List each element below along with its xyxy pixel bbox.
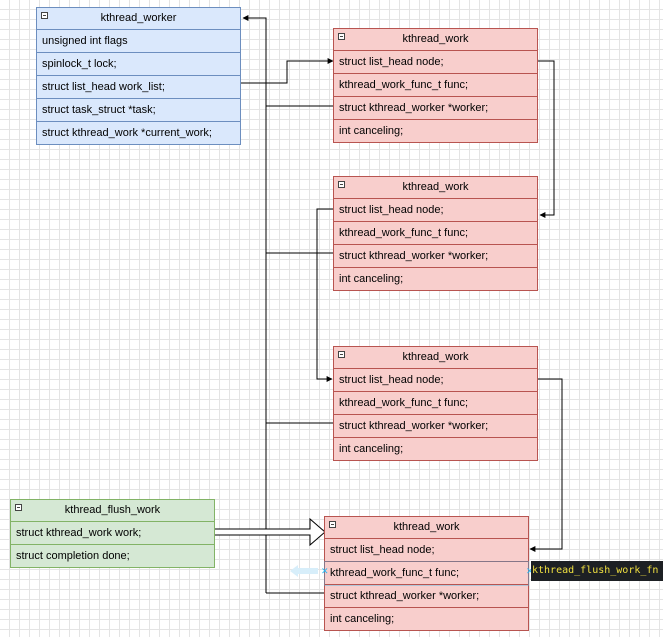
field-node: struct list_head node; xyxy=(334,199,537,222)
field-canceling: int canceling; xyxy=(339,273,404,285)
kthread-work-title: kthread_work xyxy=(402,33,469,45)
kthread-flush-work-box[interactable]: kthread_flush_work struct kthread_work w… xyxy=(10,499,215,568)
collapse-icon[interactable] xyxy=(329,521,336,528)
kthread-work-box-1[interactable]: kthread_work struct list_head node; kthr… xyxy=(333,28,538,143)
field-canceling: int canceling; xyxy=(339,443,404,455)
field-canceling: int canceling; xyxy=(330,613,395,625)
kthread-work-box-3[interactable]: kthread_work struct list_head node; kthr… xyxy=(333,346,538,461)
work-list-link xyxy=(241,58,334,84)
field-lock: spinlock_t lock; xyxy=(37,53,240,76)
kthread-worker-header[interactable]: kthread_worker xyxy=(37,8,240,30)
field-flags: unsigned int flags xyxy=(37,30,240,53)
kthread-flush-work-header[interactable]: kthread_flush_work xyxy=(11,500,214,522)
field-node: struct list_head node; xyxy=(334,51,537,74)
field-worker: struct kthread_worker *worker; xyxy=(325,585,528,608)
collapse-icon[interactable] xyxy=(338,181,345,188)
kthread-work-header[interactable]: kthread_work xyxy=(334,177,537,199)
field-func: kthread_work_func_t func; xyxy=(334,222,537,245)
kthread-work-title: kthread_work xyxy=(393,521,460,533)
node-link-2-3 xyxy=(316,208,333,382)
field-func: kthread_work_func_t func; xyxy=(334,74,537,97)
connection-handle-left-icon[interactable]: ✕ xyxy=(321,566,329,576)
kthread-work-title: kthread_work xyxy=(402,181,469,193)
field-worker: struct kthread_worker *worker; xyxy=(334,97,537,120)
field-node: struct list_head node; xyxy=(334,369,537,392)
field-current-work: struct kthread_work *current_work; xyxy=(42,127,212,139)
worker-pointer-trunk xyxy=(242,15,267,593)
field-work-list: struct list_head work_list; xyxy=(37,76,240,99)
field-worker: struct kthread_worker *worker; xyxy=(334,415,537,438)
field-done: struct completion done; xyxy=(16,550,130,562)
connection-handle-right-icon[interactable]: ✕ xyxy=(526,566,534,576)
node-link-1-2 xyxy=(538,60,555,218)
field-work: struct kthread_work work; xyxy=(11,522,214,545)
kthread-work-title: kthread_work xyxy=(402,351,469,363)
connection-arrow-icon[interactable] xyxy=(290,565,318,577)
field-func: kthread_work_func_t func; xyxy=(334,392,537,415)
field-node: struct list_head node; xyxy=(325,539,528,562)
kthread-worker-title: kthread_worker xyxy=(100,12,177,24)
kthread-work-box-2[interactable]: kthread_work struct list_head node; kthr… xyxy=(333,176,538,291)
field-worker: struct kthread_worker *worker; xyxy=(334,245,537,268)
collapse-icon[interactable] xyxy=(338,33,345,40)
kthread-work-header[interactable]: kthread_work xyxy=(334,347,537,369)
collapse-icon[interactable] xyxy=(15,504,22,511)
field-func: kthread_work_func_t func; xyxy=(324,561,529,586)
field-task: struct task_struct *task; xyxy=(37,99,240,122)
collapse-icon[interactable] xyxy=(338,351,345,358)
node-link-3-4 xyxy=(529,378,563,552)
kthread-work-header[interactable]: kthread_work xyxy=(334,29,537,51)
kthread-worker-box[interactable]: kthread_worker unsigned int flags spinlo… xyxy=(36,7,241,145)
tooltip: kthread_flush_work_fn xyxy=(531,561,663,581)
kthread-flush-work-title: kthread_flush_work xyxy=(64,504,161,516)
field-canceling: int canceling; xyxy=(339,125,404,137)
kthread-work-header[interactable]: kthread_work xyxy=(325,517,528,539)
collapse-icon[interactable] xyxy=(41,12,48,19)
kthread-work-box-4[interactable]: kthread_work struct list_head node; kthr… xyxy=(324,516,529,631)
embed-arrow xyxy=(215,517,326,547)
